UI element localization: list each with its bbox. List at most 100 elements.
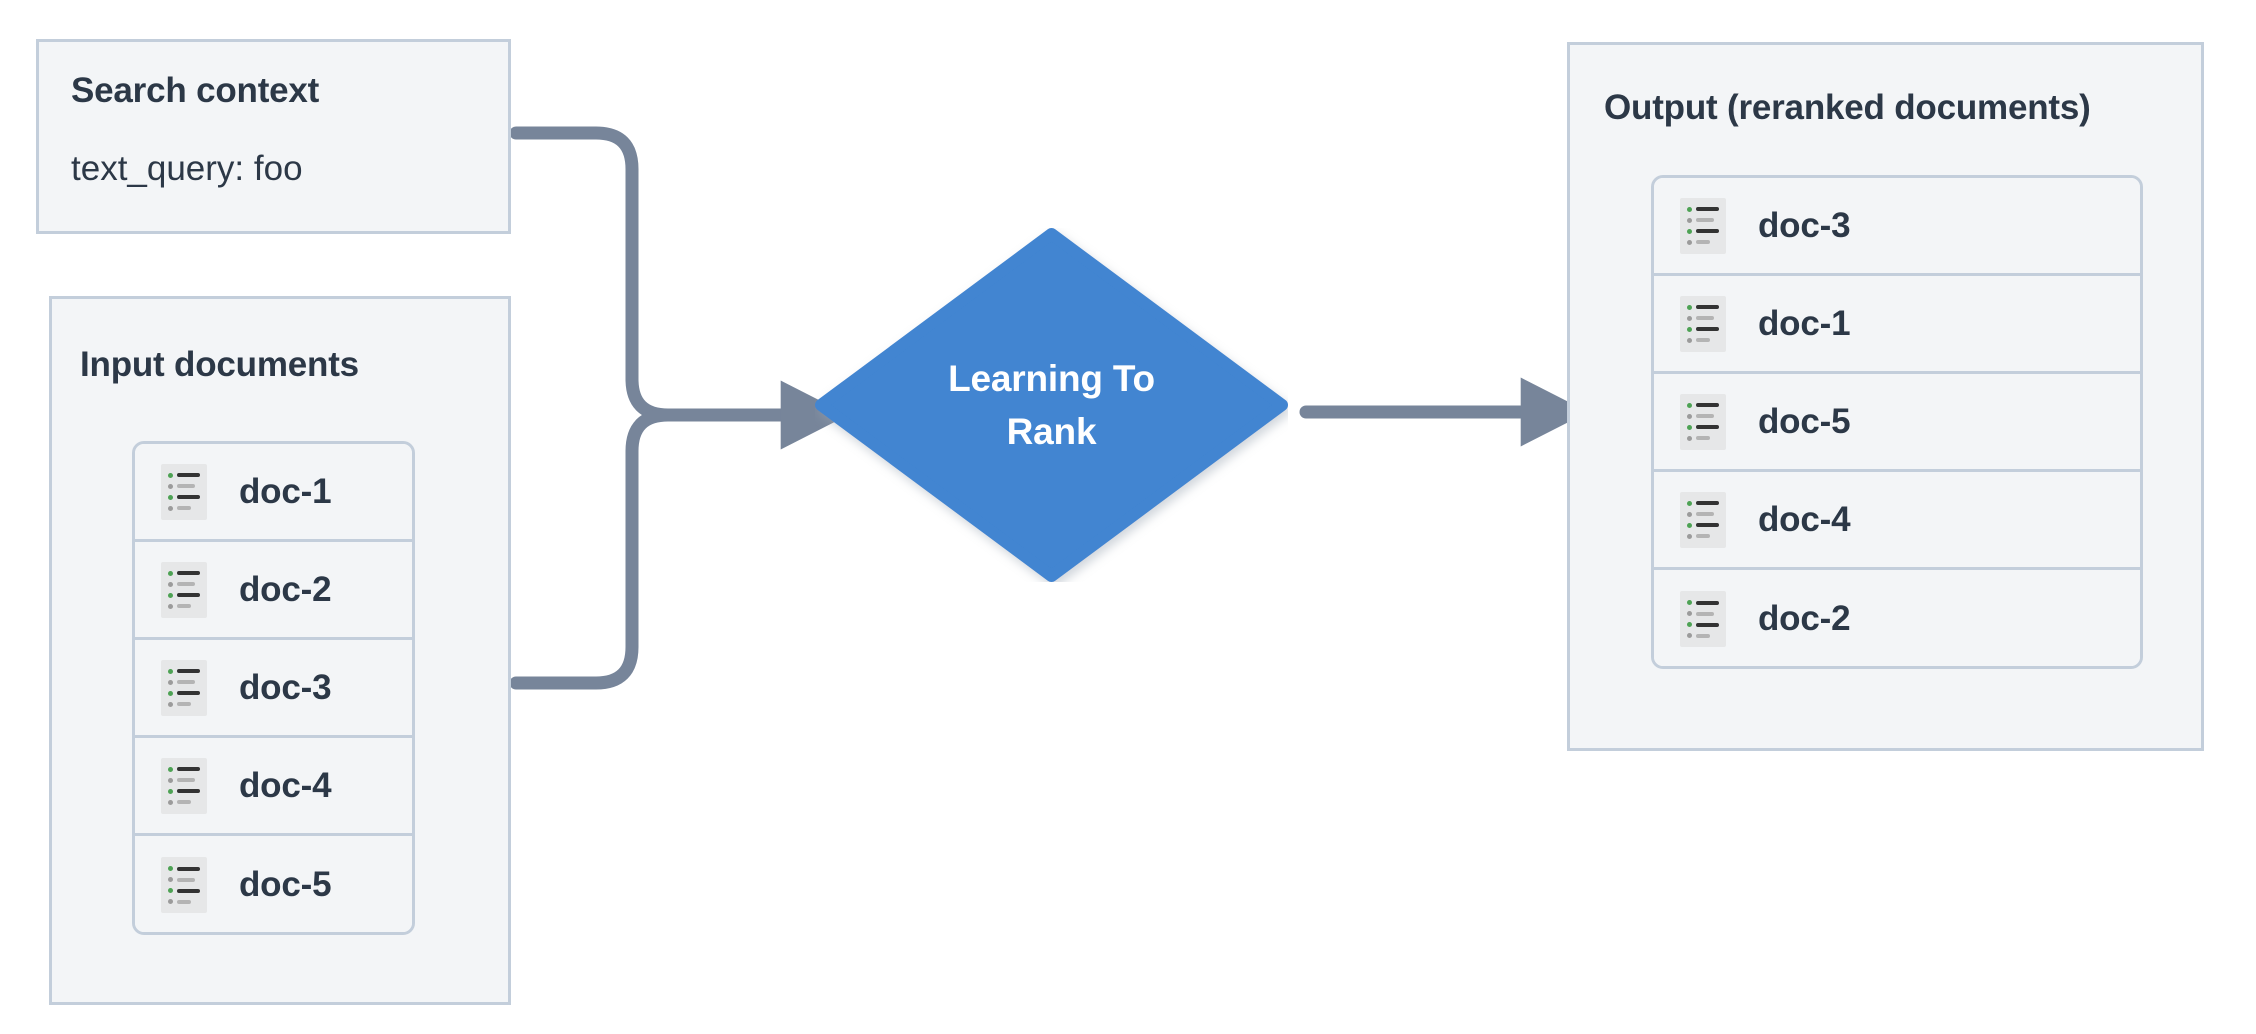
list-icon-bullet <box>1687 337 1692 343</box>
list-icon-bullet <box>168 679 173 685</box>
list-icon-row <box>1687 228 1719 234</box>
connector-input-documents-to-ltr <box>509 408 707 690</box>
document-label: doc-5 <box>239 865 332 904</box>
list-icon-bar <box>177 571 200 575</box>
list-icon-bar <box>177 669 200 673</box>
list-icon-row <box>168 505 200 511</box>
list-icon-row <box>168 668 200 674</box>
list-icon-bar <box>177 484 195 488</box>
list-icon-row <box>1687 304 1719 310</box>
list-icon-bullet <box>168 899 173 904</box>
list-icon-bullet <box>168 888 173 893</box>
list-icon-bullet <box>1687 533 1692 539</box>
list-icon-bar <box>1696 229 1719 233</box>
list-icon-bar <box>177 800 191 804</box>
document-list-icon <box>161 757 207 814</box>
list-icon-bullet <box>1687 217 1692 223</box>
list-icon-bar <box>177 473 200 477</box>
learning-to-rank-node[interactable]: Learning To Rank <box>815 228 1288 582</box>
list-icon-bullet <box>168 472 173 478</box>
list-icon-bullet <box>1687 622 1692 627</box>
list-icon-bullet <box>1687 522 1692 528</box>
list-icon-row <box>1687 633 1719 638</box>
document-label: doc-4 <box>1758 499 1851 539</box>
list-icon-bullet <box>1687 611 1692 616</box>
list-icon-row <box>1687 315 1719 321</box>
list-icon-row <box>1687 511 1719 517</box>
list-icon-row <box>168 483 200 489</box>
document-label: doc-3 <box>239 667 332 707</box>
document-label: doc-3 <box>1758 205 1851 245</box>
list-icon-bar <box>1696 316 1714 320</box>
output-document-row[interactable]: doc-1 <box>1654 276 2140 374</box>
list-icon-bullet <box>1687 600 1692 605</box>
output-title: Output (reranked documents) <box>1604 88 2091 127</box>
input-documents-list: doc-1 doc-2 doc-3 doc-4 doc-5 <box>132 441 415 935</box>
list-icon-bullet <box>1687 304 1692 310</box>
list-icon-bar <box>1696 633 1710 638</box>
list-icon-row <box>168 570 200 576</box>
list-icon-bullet <box>1687 511 1692 517</box>
list-icon-bullet <box>1687 402 1692 408</box>
list-icon-bullet <box>1687 633 1692 638</box>
list-icon-bullet <box>1687 500 1692 506</box>
document-list-icon <box>1680 491 1726 548</box>
list-icon-bar <box>1696 600 1719 605</box>
list-icon-row <box>168 581 200 587</box>
output-document-row[interactable]: doc-2 <box>1654 570 2140 666</box>
input-document-row[interactable]: doc-5 <box>135 836 412 932</box>
input-document-row[interactable]: doc-1 <box>135 444 412 542</box>
document-label: doc-2 <box>239 569 332 609</box>
list-icon-bullet <box>168 592 173 598</box>
diamond-shape <box>815 228 1288 582</box>
list-icon-bullet <box>1687 228 1692 234</box>
list-icon-bullet <box>168 690 173 696</box>
document-list-icon <box>161 561 207 618</box>
connector-search-context-to-ltr <box>509 126 707 422</box>
document-list-icon <box>161 659 207 716</box>
input-document-row[interactable]: doc-3 <box>135 640 412 738</box>
list-icon-bullet <box>168 505 173 511</box>
list-icon-bar <box>177 702 191 706</box>
list-icon-row <box>1687 413 1719 419</box>
list-icon-bar <box>177 866 200 871</box>
output-document-row[interactable]: doc-4 <box>1654 472 2140 570</box>
list-icon-bar <box>1696 622 1719 627</box>
list-icon-bullet <box>1687 424 1692 430</box>
list-icon-bar <box>1696 414 1714 418</box>
search-context-title: Search context <box>71 71 320 110</box>
output-document-row[interactable]: doc-5 <box>1654 374 2140 472</box>
document-label: doc-1 <box>1758 303 1851 343</box>
list-icon-bar <box>177 604 191 608</box>
list-icon-row <box>168 788 200 794</box>
list-icon-row <box>168 888 200 893</box>
list-icon-bar <box>1696 523 1719 527</box>
list-icon-bullet <box>1687 315 1692 321</box>
list-icon-bullet <box>168 766 173 772</box>
list-icon-bullet <box>168 877 173 882</box>
list-icon-bullet <box>168 777 173 783</box>
document-label: doc-5 <box>1758 401 1851 441</box>
input-document-row[interactable]: doc-2 <box>135 542 412 640</box>
list-icon-bullet <box>168 866 173 871</box>
document-list-icon <box>1680 197 1726 254</box>
list-icon-row <box>168 679 200 685</box>
list-icon-bar <box>1696 425 1719 429</box>
list-icon-row <box>168 866 200 871</box>
list-icon-bar <box>177 582 195 586</box>
list-icon-bar <box>1696 403 1719 407</box>
input-document-row[interactable]: doc-4 <box>135 738 412 836</box>
output-document-row[interactable]: doc-3 <box>1654 178 2140 276</box>
list-icon-row <box>1687 622 1719 627</box>
search-context-query: text_query: foo <box>71 149 303 188</box>
input-documents-title: Input documents <box>80 345 359 384</box>
list-icon-row <box>1687 337 1719 343</box>
document-list-icon <box>1680 591 1726 647</box>
list-icon-row <box>168 899 200 904</box>
list-icon-row <box>1687 500 1719 506</box>
list-icon-row <box>1687 600 1719 605</box>
list-icon-bar <box>1696 240 1710 244</box>
document-label: doc-2 <box>1758 599 1851 638</box>
